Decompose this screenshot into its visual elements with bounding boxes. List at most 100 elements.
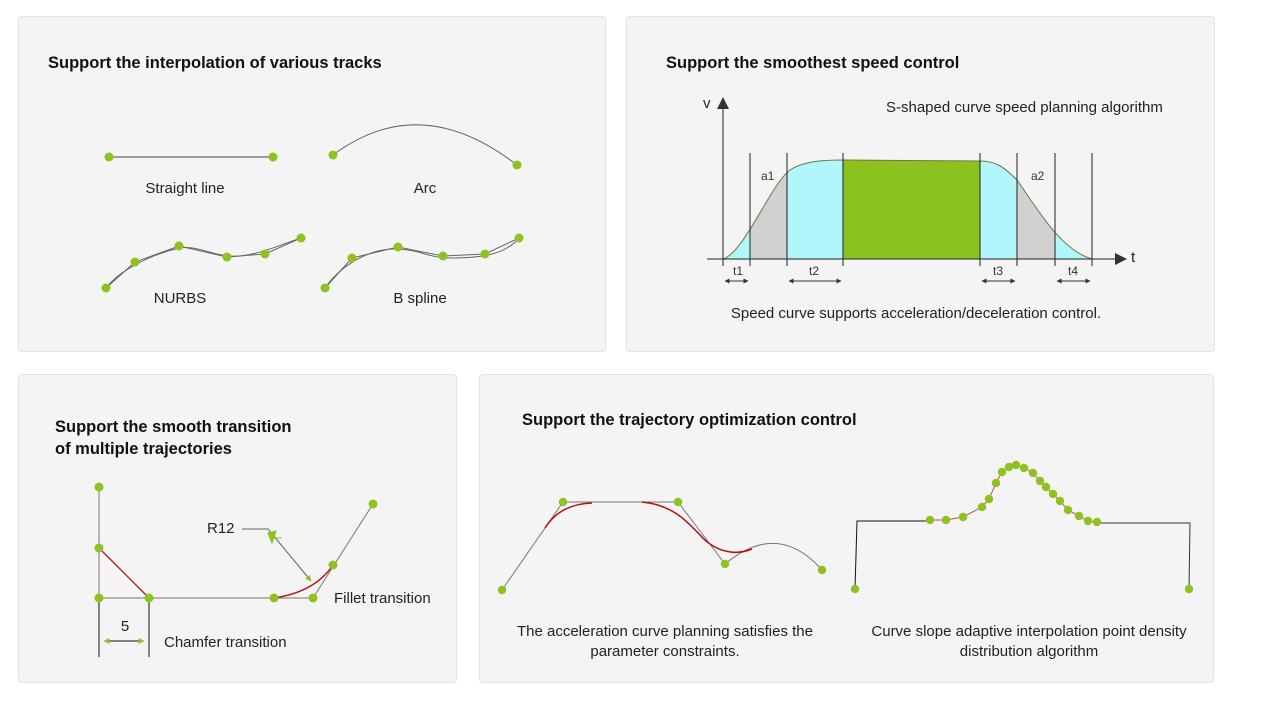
point-dot — [1092, 517, 1102, 527]
caption-right: Curve slope adaptive interpolation point… — [871, 623, 1187, 660]
axis-v-label: v — [703, 95, 711, 112]
region-a2 — [1017, 160, 1055, 259]
point-dot — [1028, 468, 1038, 478]
region-t1 — [723, 160, 750, 259]
t3-label: t3 — [992, 264, 1004, 278]
point-dot — [222, 252, 232, 262]
point-dot — [1011, 460, 1021, 470]
label-straight-line: Straight line — [145, 180, 225, 197]
label-nurbs: NURBS — [153, 290, 207, 307]
panel-speed-title: Support the smoothest speed control — [666, 54, 960, 72]
point-dot — [328, 560, 338, 570]
point-dot — [94, 482, 104, 492]
point-dot — [558, 497, 568, 507]
point-dot — [1004, 462, 1014, 472]
point-dot — [997, 467, 1007, 477]
panel-transition-title-2: of multiple trajectories — [55, 440, 232, 458]
panel-interpolation-title: Support the interpolation of various tra… — [48, 54, 382, 72]
point-dot — [94, 593, 104, 603]
point-dot — [268, 152, 278, 162]
v-axis-arrow — [717, 97, 729, 109]
point-dot — [174, 241, 184, 251]
speed-curve — [722, 159, 1093, 260]
point-dot — [101, 283, 111, 293]
point-dot — [328, 150, 338, 160]
region-a1-label: a1 — [761, 169, 775, 183]
control-points — [101, 150, 524, 293]
label-b-spline: B spline — [393, 290, 447, 307]
point-dot — [393, 242, 403, 252]
point-dot — [438, 251, 448, 261]
point-dot — [1184, 584, 1194, 594]
control-points — [94, 482, 378, 603]
point-dot — [368, 499, 378, 509]
point-dot — [1055, 496, 1065, 506]
radius-label: R12 — [207, 520, 235, 537]
point-dot — [104, 152, 114, 162]
chamfer-line — [98, 547, 150, 599]
panel-trajectory-optimization — [479, 374, 1214, 683]
caption-left: The acceleration curve planning satisfie… — [516, 623, 813, 660]
label-arc: Arc — [413, 180, 437, 197]
point-dot — [497, 585, 507, 595]
region-a1 — [750, 160, 787, 259]
speed-chart — [707, 97, 1127, 284]
point-dot — [308, 593, 318, 603]
point-dot — [673, 497, 683, 507]
point-dot — [144, 593, 154, 603]
point-dot — [958, 512, 968, 522]
transition-diagram — [98, 487, 374, 657]
point-dot — [480, 249, 490, 259]
point-dot — [977, 502, 987, 512]
point-dot — [991, 478, 1001, 488]
region-t2 — [787, 160, 843, 259]
region-t4 — [1055, 160, 1092, 259]
point-dot — [514, 233, 524, 243]
speed-caption: Speed curve supports acceleration/decele… — [730, 305, 1102, 322]
dimension-label: 5 — [120, 618, 130, 635]
t-axis-arrow — [1115, 253, 1127, 265]
fillet-arc — [273, 564, 334, 599]
t2-label: t2 — [808, 264, 820, 278]
panel-interpolation — [18, 16, 606, 352]
radius-leader — [242, 528, 312, 582]
t1-label: t1 — [732, 264, 744, 278]
panel-smooth-transition — [18, 374, 457, 683]
chamfer-label: Chamfer transition — [164, 634, 287, 651]
panel-optimization-title: Support the trajectory optimization cont… — [522, 411, 857, 429]
speed-subtitle: S-shaped curve speed planning algorithm — [886, 99, 1163, 116]
point-dot — [720, 559, 730, 569]
t4-label: t4 — [1067, 264, 1079, 278]
point-dot — [1035, 476, 1045, 486]
control-points — [497, 460, 1194, 595]
adaptive-interpolation-curve — [854, 464, 1191, 590]
point-dot — [1048, 489, 1058, 499]
point-dot — [296, 233, 306, 243]
region-a2-label: a2 — [1031, 169, 1045, 183]
point-dot — [269, 593, 279, 603]
acceleration-planning-curve — [501, 501, 823, 591]
region-t3 — [980, 160, 1017, 259]
fillet-label: Fillet transition — [334, 590, 431, 607]
point-dot — [925, 515, 935, 525]
point-dot — [817, 565, 827, 575]
point-dot — [941, 515, 951, 525]
point-dot — [320, 283, 330, 293]
point-dot — [260, 249, 270, 259]
point-dot — [984, 494, 994, 504]
point-dot — [347, 253, 357, 263]
point-dot — [1074, 511, 1084, 521]
point-dot — [1041, 482, 1051, 492]
point-dot — [1063, 505, 1073, 515]
axis-t-label: t — [1131, 249, 1136, 266]
panel-transition-title-1: Support the smooth transition — [55, 418, 292, 436]
point-dot — [1019, 463, 1029, 473]
point-dot — [94, 543, 104, 553]
point-dot — [1083, 516, 1093, 526]
point-dot — [512, 160, 522, 170]
point-dot — [850, 584, 860, 594]
region-constant — [843, 160, 980, 259]
bspline-track — [324, 237, 520, 289]
arc-track — [332, 124, 518, 166]
